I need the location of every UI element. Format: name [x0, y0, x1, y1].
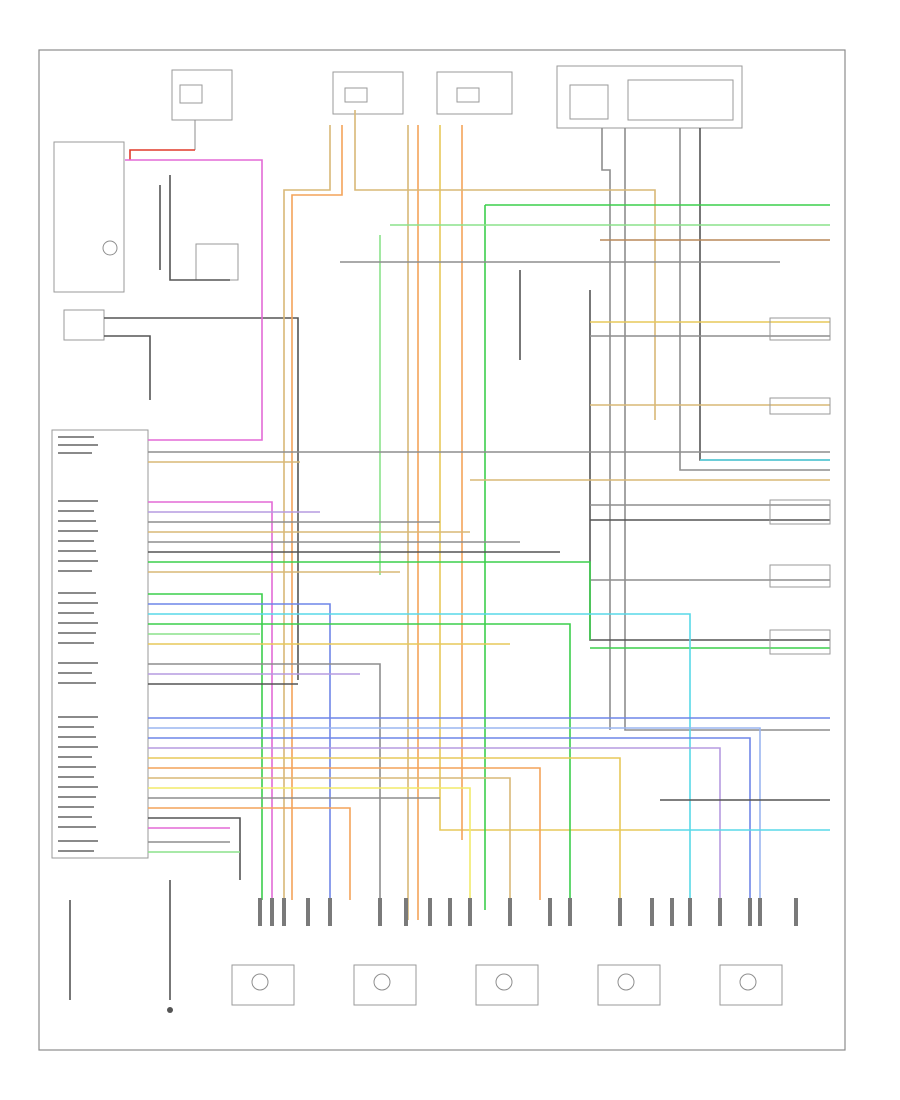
- hvac-control-module: [51, 429, 149, 859]
- left-fuse-relay-block: [332, 71, 404, 115]
- mode-door-actuator: [231, 964, 295, 1006]
- bottom-connectors: [258, 898, 798, 926]
- blower-resistor: [159, 175, 239, 281]
- diagram-frame: [38, 49, 846, 1051]
- defrost-actuator: [597, 964, 661, 1006]
- blower-motor: [53, 141, 125, 293]
- air-temp-actuator: [475, 964, 539, 1006]
- temp-valve-actuator: [719, 964, 783, 1006]
- relay-center: [556, 65, 743, 129]
- coolant-switch: [63, 309, 299, 680]
- ignition-fuse-block: [171, 69, 233, 150]
- right-fuse-relay-block: [436, 71, 513, 115]
- ground-point: [69, 880, 173, 1013]
- recirc-door-actuator: [353, 964, 417, 1006]
- module-output-wires: [148, 451, 830, 900]
- right-side-connectors: [340, 204, 831, 910]
- feed-wires: [125, 110, 830, 920]
